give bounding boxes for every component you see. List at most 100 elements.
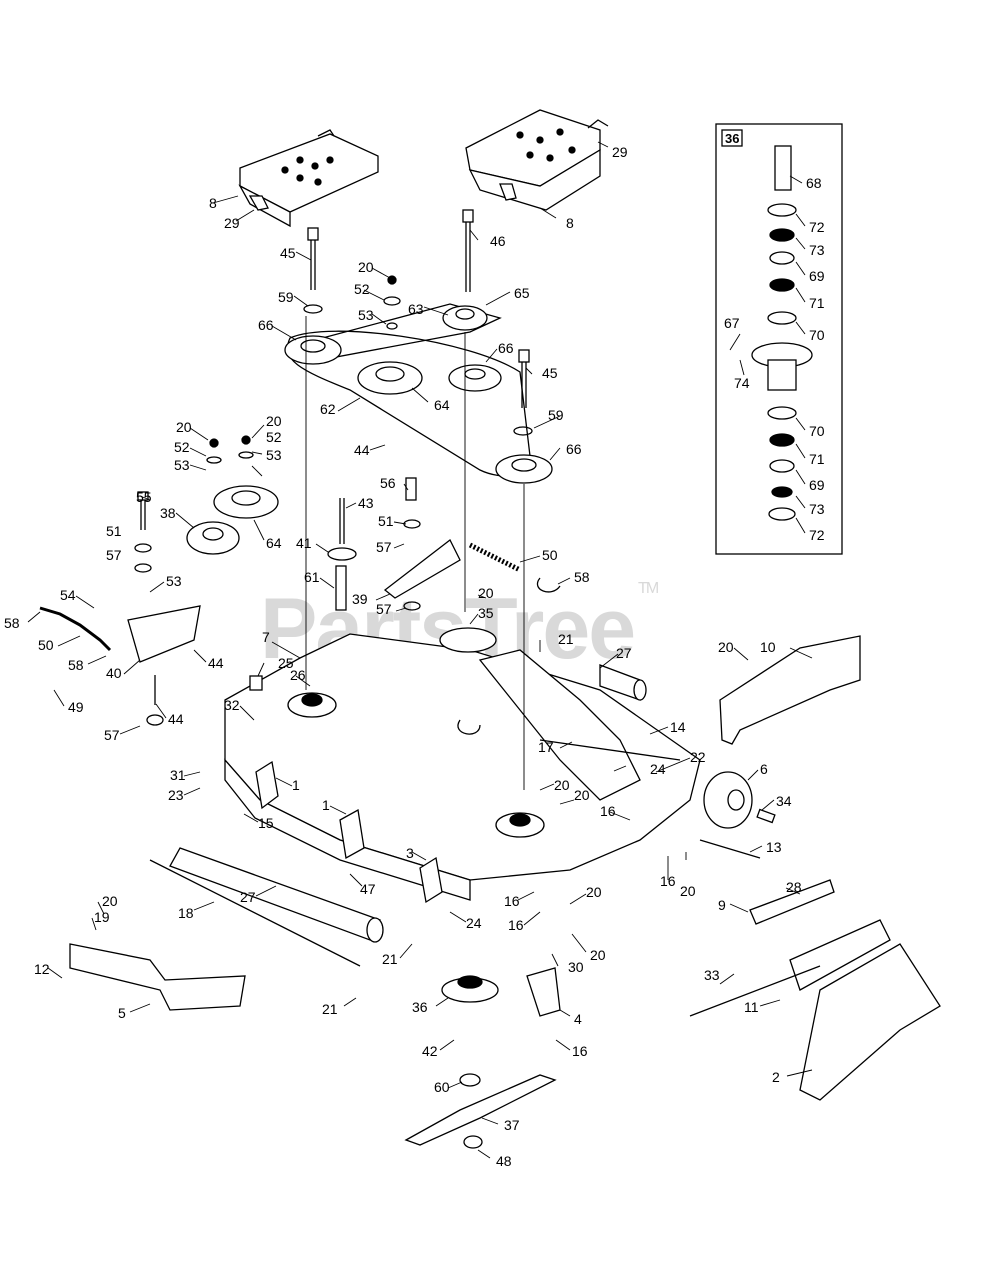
callout-20: 20 — [718, 639, 734, 655]
callout-42: 42 — [422, 1043, 438, 1059]
pulley-64-left — [213, 485, 279, 519]
shaft-18 — [149, 859, 361, 967]
callout-12: 12 — [34, 961, 50, 977]
spacer-56 — [405, 477, 417, 501]
callout-53: 53 — [174, 457, 190, 473]
bolt-13 — [699, 839, 761, 859]
callout-27: 27 — [240, 889, 256, 905]
callout-44: 44 — [208, 655, 224, 671]
callout-58: 58 — [68, 657, 84, 673]
callout-66: 66 — [498, 340, 514, 356]
bar-9 — [749, 879, 835, 925]
callout-53: 53 — [166, 573, 182, 589]
pulley-64-center — [357, 361, 423, 395]
bracket-10 — [719, 635, 861, 745]
callout-13: 13 — [766, 839, 782, 855]
spindle-right — [495, 812, 545, 838]
callout-20: 20 — [358, 259, 374, 275]
callout-23: 23 — [168, 787, 184, 803]
foot-plate-right — [465, 109, 609, 211]
callout-57: 57 — [104, 727, 120, 743]
callout-18: 18 — [178, 905, 194, 921]
spindle-left — [287, 692, 337, 718]
spacer-60 — [459, 1073, 481, 1087]
blade-37 — [404, 1074, 557, 1146]
callout-71: 71 — [809, 451, 825, 467]
wheel-6 — [703, 771, 753, 829]
callout-29: 29 — [612, 144, 628, 160]
washer-59-right — [513, 426, 533, 436]
bracket-1-center — [339, 808, 365, 860]
callout-46: 46 — [490, 233, 506, 249]
callout-71: 71 — [809, 295, 825, 311]
pulley-66-left — [284, 335, 342, 365]
callout-15: 15 — [258, 815, 274, 831]
bracket-1-left — [255, 760, 279, 810]
adjuster-25 — [249, 675, 263, 691]
callout-49: 49 — [68, 699, 84, 715]
callout-43: 43 — [358, 495, 374, 511]
bracket-3 — [419, 856, 443, 904]
callout-51: 51 — [106, 523, 122, 539]
callout-36: 36 — [412, 999, 428, 1015]
roller-27-bottom — [169, 847, 384, 943]
rod-33 — [689, 965, 821, 1017]
callout-4: 4 — [574, 1011, 582, 1027]
bolt-46 — [462, 209, 474, 292]
callout-53: 53 — [266, 447, 282, 463]
callout-62: 62 — [320, 401, 336, 417]
callout-52: 52 — [174, 439, 190, 455]
rod-14 — [539, 739, 681, 761]
axle-34 — [756, 808, 776, 824]
callout-29: 29 — [224, 215, 240, 231]
callout-16: 16 — [504, 893, 520, 909]
callout-45: 45 — [542, 365, 558, 381]
washer-59-left — [303, 304, 323, 314]
callout-10: 10 — [760, 639, 776, 655]
spring-50-right — [468, 542, 522, 573]
callout-5: 5 — [118, 1005, 126, 1021]
callout-44: 44 — [168, 711, 184, 727]
callout-16: 16 — [572, 1043, 588, 1059]
callout-6: 6 — [760, 761, 768, 777]
callout-63: 63 — [408, 301, 424, 317]
spacer-61 — [335, 565, 347, 611]
callout-50: 50 — [38, 637, 54, 653]
callout-72: 72 — [809, 219, 825, 235]
callout-57: 57 — [376, 601, 392, 617]
deflector-arm-11 — [789, 919, 891, 991]
callout-20: 20 — [176, 419, 192, 435]
washer-52-upper — [383, 296, 401, 306]
callout-35: 35 — [478, 605, 494, 621]
callout-27: 27 — [616, 645, 632, 661]
callout-66: 66 — [566, 441, 582, 457]
callout-26: 26 — [290, 667, 306, 683]
callout-21: 21 — [382, 951, 398, 967]
callout-73: 73 — [809, 242, 825, 258]
callout-68: 68 — [806, 175, 822, 191]
callout-20: 20 — [590, 947, 606, 963]
callout-20: 20 — [102, 893, 118, 909]
callout-39: 39 — [352, 591, 368, 607]
callout-33: 33 — [704, 967, 720, 983]
callout-24: 24 — [466, 915, 482, 931]
callout-20: 20 — [554, 777, 570, 793]
callout-67: 67 — [724, 315, 740, 331]
callout-16: 16 — [660, 873, 676, 889]
callout-19: 19 — [94, 909, 110, 925]
callout-45: 45 — [280, 245, 296, 261]
callout-21: 21 — [322, 1001, 338, 1017]
idler-pulley-38 — [186, 521, 240, 555]
spacer-41 — [327, 547, 357, 561]
callout-41: 41 — [296, 535, 312, 551]
callout-31: 31 — [170, 767, 186, 783]
plate-35 — [439, 627, 497, 653]
pulley-65 — [442, 305, 488, 331]
callout-59: 59 — [278, 289, 294, 305]
spindle-36 — [441, 975, 499, 1003]
callout-28: 28 — [786, 879, 802, 895]
callout-8: 8 — [566, 215, 574, 231]
leader-lines — [27, 141, 813, 1159]
callout-32: 32 — [224, 697, 240, 713]
